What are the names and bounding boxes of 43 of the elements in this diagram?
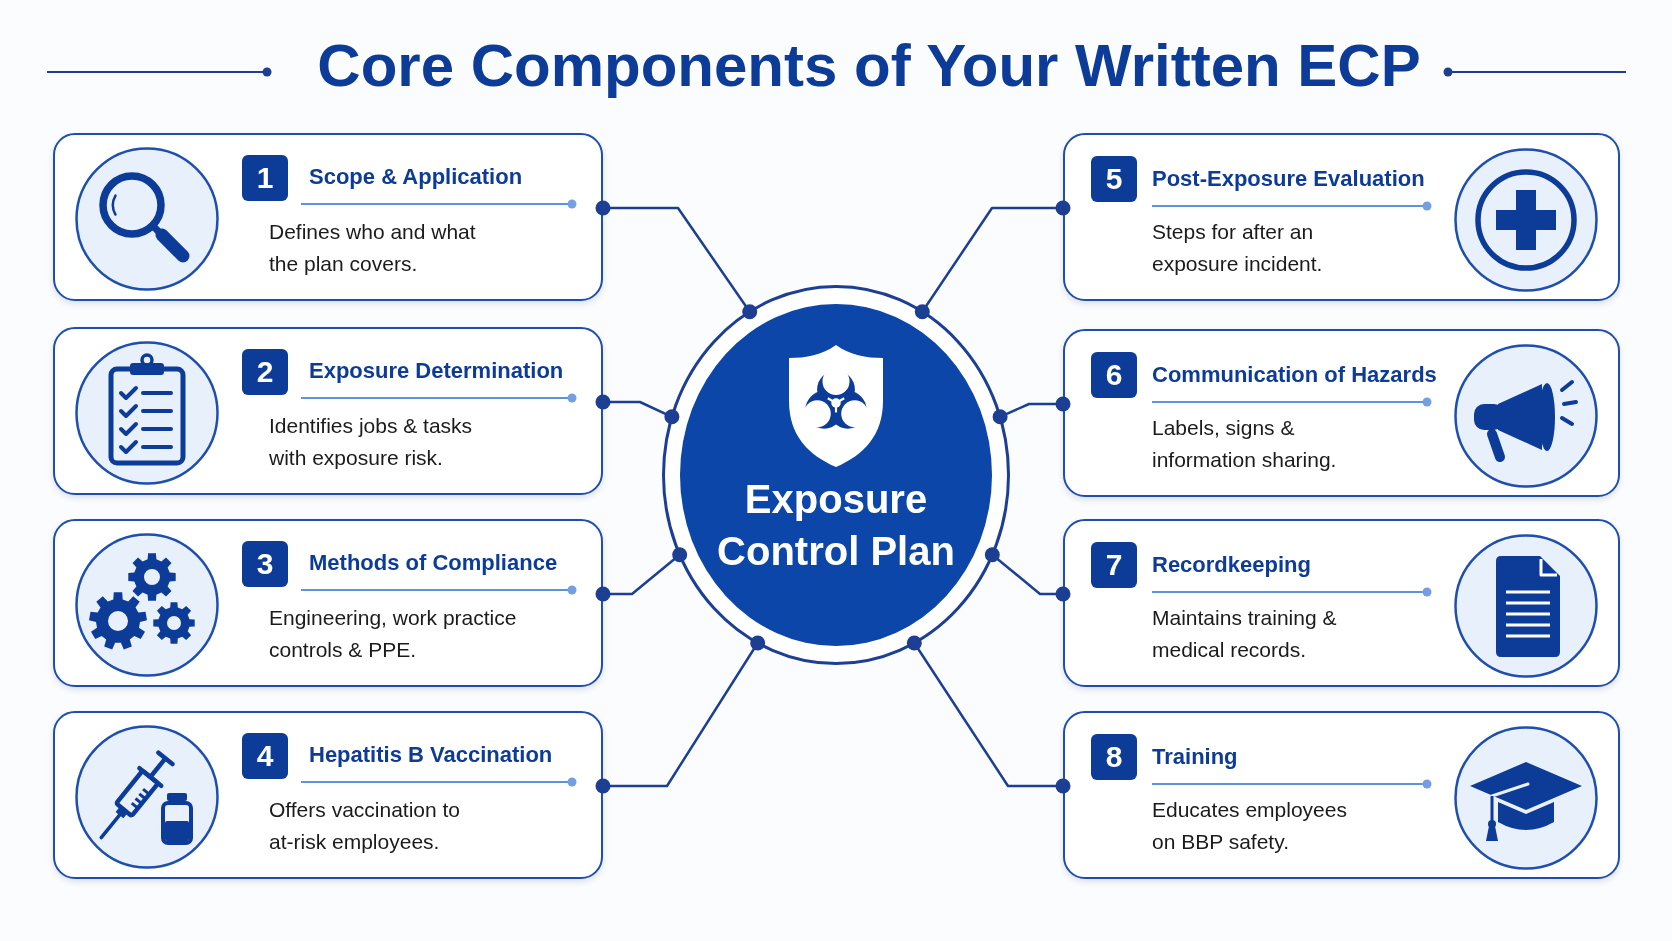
step-number: 8 bbox=[1091, 734, 1137, 780]
connector-line bbox=[595, 547, 688, 602]
diagram-title: Core Components of Your Written ECP bbox=[317, 31, 1421, 101]
card-title: Training bbox=[1152, 743, 1238, 771]
component-card bbox=[1063, 519, 1620, 687]
component-card bbox=[53, 519, 603, 687]
step-number: 7 bbox=[1091, 542, 1137, 588]
card-title: Post-Exposure Evaluation bbox=[1152, 165, 1425, 193]
card-title: Hepatitis B Vaccination bbox=[309, 741, 553, 769]
step-number: 5 bbox=[1091, 156, 1137, 202]
step-number: 1 bbox=[242, 155, 288, 201]
card-description: Educates employees on BBP safety. bbox=[1152, 797, 1348, 855]
connector-line bbox=[914, 200, 1071, 320]
card-title: Recordkeeping bbox=[1152, 551, 1311, 579]
card-description: Labels, signs & information sharing. bbox=[1152, 415, 1338, 473]
card-description: Identifies jobs & tasks with exposure risk. bbox=[269, 413, 474, 471]
card-title: Communication of Hazards bbox=[1152, 361, 1437, 389]
connector-line bbox=[595, 200, 758, 320]
connector-line bbox=[906, 635, 1071, 794]
step-number: 4 bbox=[242, 733, 288, 779]
step-number: 6 bbox=[1091, 352, 1137, 398]
step-number: 2 bbox=[242, 349, 288, 395]
card-description: Maintains training & medical records. bbox=[1152, 605, 1338, 663]
card-title: Scope & Application bbox=[309, 163, 523, 191]
step-number: 3 bbox=[242, 541, 288, 587]
connector-line bbox=[595, 635, 766, 794]
component-card bbox=[1063, 133, 1620, 301]
card-title: Methods of Compliance bbox=[309, 549, 558, 577]
card-description: Defines who and what the plan covers. bbox=[269, 219, 477, 277]
connector-line bbox=[992, 396, 1071, 425]
connector-line bbox=[984, 547, 1071, 602]
component-card bbox=[1063, 329, 1620, 497]
component-card bbox=[53, 711, 603, 879]
card-title: Exposure Determination bbox=[309, 357, 564, 385]
component-card bbox=[1063, 711, 1620, 879]
hub-title: Exposure Control Plan bbox=[716, 476, 956, 575]
card-description: Steps for after an exposure incident. bbox=[1152, 219, 1324, 277]
connector-line bbox=[595, 394, 680, 425]
component-card bbox=[53, 327, 603, 495]
card-description: Engineering, work practice controls & PPE. bbox=[269, 605, 518, 663]
component-card bbox=[53, 133, 603, 301]
card-description: Offers vaccination to at-risk employees. bbox=[269, 797, 462, 855]
hub-circle bbox=[662, 285, 1010, 665]
